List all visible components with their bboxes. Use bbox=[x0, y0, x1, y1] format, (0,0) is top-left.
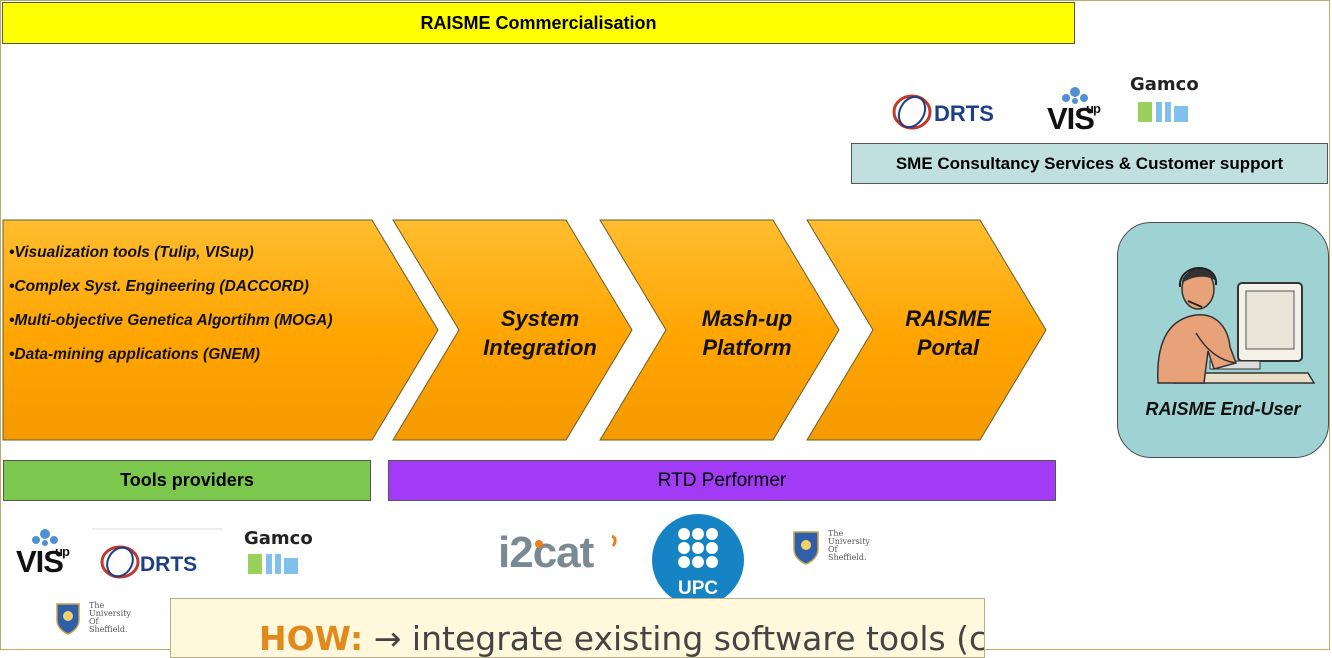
visup-dots-icon bbox=[1062, 87, 1088, 104]
stage-label-raisme-portal: RAISME Portal bbox=[868, 304, 1028, 362]
visup-logo-sup: up bbox=[55, 544, 70, 559]
gamco-logo-text: Gamco bbox=[1130, 74, 1199, 95]
upc-logo-text: UPC bbox=[678, 578, 719, 599]
sheffield-text-line: Sheffield. bbox=[89, 625, 128, 634]
tool-list-item: •Data-mining applications (GNEM) bbox=[9, 346, 260, 363]
sheffield-text-line: The bbox=[828, 529, 844, 538]
end-user-box: RAISME End-User bbox=[1117, 222, 1329, 458]
sheffield-logo-bottom-middle: The University Of Sheffield. bbox=[792, 528, 892, 574]
stage-label-line: Mash-up bbox=[701, 306, 793, 331]
sheffield-text-line: Sheffield. bbox=[828, 553, 867, 562]
visup-logo-text: VIS bbox=[1047, 101, 1095, 136]
i2cat-accent-icon bbox=[535, 534, 617, 548]
gamco-logo-top: Gamco bbox=[1130, 72, 1214, 128]
stage-label-line: Integration bbox=[483, 335, 597, 360]
drts-swirl-icon bbox=[92, 528, 222, 579]
drts-logo-text: DRTS bbox=[140, 553, 198, 576]
stage-chevron-2 bbox=[599, 219, 840, 441]
rtd-performer-bar: RTD Performer bbox=[388, 460, 1056, 501]
upc-logo: UPC bbox=[650, 512, 746, 606]
arrow-right-icon: → bbox=[373, 619, 402, 658]
drts-logo-text: DRTS bbox=[934, 101, 994, 126]
sheffield-text-line: University bbox=[828, 537, 870, 546]
tool-list-item: •Visualization tools (Tulip, VISup) bbox=[9, 244, 254, 261]
sme-services-bar: SME Consultancy Services & Customer supp… bbox=[851, 143, 1328, 184]
tool-list-item: •Multi-objective Genetica Algortihm (MOG… bbox=[9, 312, 333, 329]
stage-label-line: System bbox=[500, 306, 580, 331]
tool-list-item: •Complex Syst. Engineering (DACCORD) bbox=[9, 278, 309, 295]
gamco-logo-bottom: Gamco bbox=[244, 528, 328, 582]
stage-chevron-3 bbox=[806, 219, 1047, 441]
how-callout: HOW: → integrate existing software tools… bbox=[170, 598, 985, 658]
i2cat-logo: i2cat bbox=[496, 528, 636, 588]
visup-logo-bottom: VIS up bbox=[14, 528, 74, 580]
stage-label-system-integration: System Integration bbox=[460, 304, 620, 362]
visup-logo-sup: up bbox=[1086, 101, 1101, 116]
stage-chevron-1 bbox=[392, 219, 633, 441]
tool-list: •Visualization tools (Tulip, VISup) •Com… bbox=[9, 236, 419, 372]
sheffield-logo-bottom-left: The University Of Sheffield. bbox=[55, 600, 145, 646]
i2cat-logo-text: i2cat bbox=[498, 528, 594, 577]
visup-logo-top: VIS up bbox=[1044, 87, 1104, 138]
commercialisation-bar: RAISME Commercialisation bbox=[2, 2, 1075, 44]
stage-label-line: Platform bbox=[702, 335, 792, 360]
sheffield-crest-icon bbox=[793, 531, 819, 565]
end-user-label: RAISME End-User bbox=[1145, 399, 1301, 419]
how-keyword: HOW: bbox=[259, 619, 364, 658]
user-at-computer-icon bbox=[1157, 267, 1316, 384]
stage-label-line: RAISME bbox=[905, 306, 991, 331]
gamco-mark-icon bbox=[1138, 102, 1188, 122]
tools-chevron bbox=[2, 219, 439, 441]
drts-swirl-icon bbox=[892, 94, 932, 130]
sheffield-text-line: The bbox=[89, 601, 105, 610]
visup-dots-icon bbox=[32, 529, 58, 546]
tools-providers-bar: Tools providers bbox=[3, 460, 371, 501]
drts-logo-top: DRTS bbox=[884, 70, 1020, 136]
how-text: HOW: → integrate existing software tools… bbox=[259, 619, 985, 658]
gamco-mark-icon bbox=[248, 554, 298, 574]
visup-logo-text: VIS bbox=[16, 544, 64, 579]
sheffield-text-line: Of bbox=[89, 617, 99, 626]
stage-label-mashup-platform: Mash-up Platform bbox=[667, 304, 827, 362]
upc-emblem-icon bbox=[652, 514, 744, 606]
sheffield-text-line: Of bbox=[828, 545, 838, 554]
gamco-logo-text: Gamco bbox=[244, 528, 313, 549]
sheffield-text-line: University bbox=[89, 609, 131, 618]
drts-logo-bottom: DRTS bbox=[92, 528, 222, 584]
stage-label-line: Portal bbox=[916, 335, 980, 360]
sheffield-crest-icon bbox=[56, 603, 80, 635]
how-description: integrate existing software tools (curre… bbox=[411, 619, 985, 658]
